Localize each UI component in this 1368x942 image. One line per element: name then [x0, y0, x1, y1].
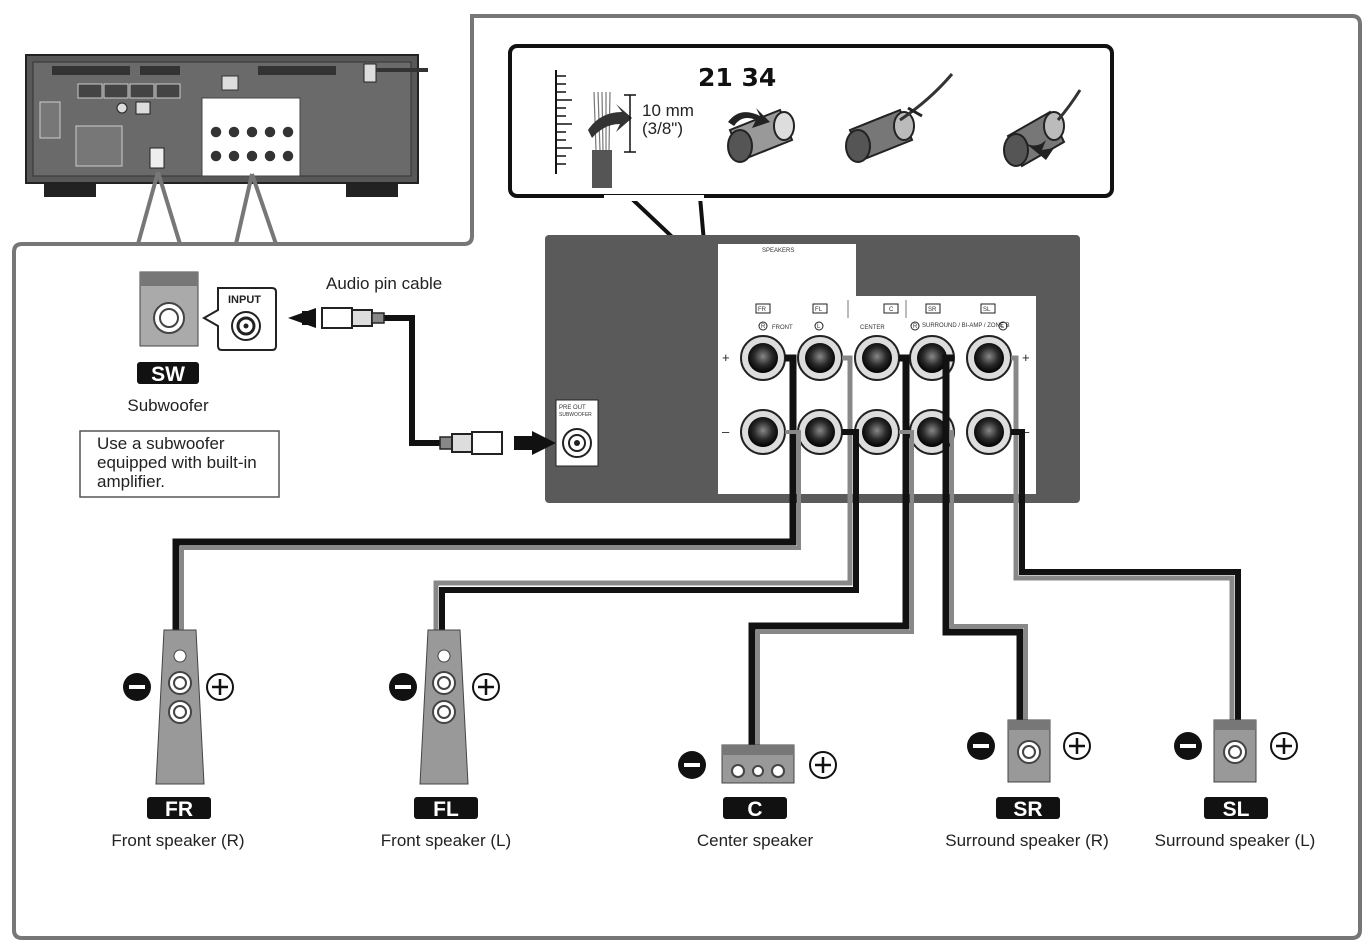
- audio-pin-cable: Audio pin cable: [288, 274, 556, 455]
- speakers-header: SPEAKERS: [762, 248, 794, 254]
- surround-speaker-right: SR Surround speaker (R): [945, 719, 1109, 850]
- subwoofer-note-line-3: amplifier.: [97, 472, 165, 491]
- subwoofer-badge: SW: [151, 363, 185, 386]
- center-speaker-name: Center speaker: [697, 831, 814, 850]
- pre-out-sub-label: SUBWOOFER: [559, 412, 592, 418]
- surround-speaker-left-badge: SL: [1223, 798, 1250, 821]
- surround-speaker-left: SL Surround speaker (L): [1155, 719, 1316, 850]
- tag-fl: FL: [815, 307, 823, 313]
- tag-sl: SL: [983, 307, 991, 313]
- surround-speaker-right-badge: SR: [1013, 798, 1042, 821]
- strip-length-label: 10 mm: [642, 101, 694, 120]
- subwoofer-name: Subwoofer: [127, 396, 209, 415]
- polarity-minus-right: –: [1022, 424, 1030, 439]
- terminal-tighten-icon: [1003, 89, 1082, 168]
- subwoofer-note-line-1: Use a subwoofer: [97, 434, 225, 453]
- surround-speaker-right-name: Surround speaker (R): [945, 831, 1108, 850]
- strip-length-inch-label: (3/8"): [642, 119, 683, 138]
- arrow-to-preout-icon: [532, 431, 556, 455]
- pre-out-label: PRE OUT: [559, 405, 586, 411]
- front-speaker-right-name: Front speaker (R): [111, 831, 244, 850]
- group-center-label: CENTER: [860, 325, 885, 331]
- tag-c: C: [889, 307, 894, 313]
- group-surround-label: SURROUND / BI-AMP / ZONE B: [922, 323, 1010, 329]
- tag-sr: SR: [928, 307, 937, 313]
- detail-frame: [12, 14, 1362, 940]
- front-speaker-left-name: Front speaker (L): [381, 831, 511, 850]
- subwoofer-input-label: INPUT: [228, 294, 261, 306]
- terminal-loosen-icon: [727, 108, 795, 163]
- group-front-label: FRONT: [772, 325, 793, 331]
- front-speaker-right: FR Front speaker (R): [111, 629, 245, 850]
- center-speaker-badge: C: [747, 798, 762, 821]
- subwoofer-note-line-2: equipped with built-in: [97, 453, 257, 472]
- subwoofer-note-box: [79, 430, 280, 498]
- step-numbers: 21 34: [698, 63, 776, 92]
- front-speaker-left: FL Front speaker (L): [381, 629, 511, 850]
- cable-label: Audio pin cable: [326, 274, 442, 293]
- receiver-rear-illustration: [25, 54, 428, 245]
- tag-fr: FR: [758, 307, 767, 313]
- center-speaker: C Center speaker: [678, 744, 837, 850]
- side-mark-surround-r: R: [913, 324, 918, 330]
- polarity-minus-left: –: [722, 424, 730, 439]
- polarity-plus-left: +: [722, 350, 730, 365]
- front-speaker-left-badge: FL: [433, 798, 459, 821]
- surround-speaker-left-name: Surround speaker (L): [1155, 831, 1316, 850]
- receiver-panel: SPEAKERS FR FL C SR SL FRONT CENTER SURR…: [545, 235, 1080, 503]
- speaker-cables: [172, 354, 1241, 745]
- polarity-plus-right: +: [1022, 350, 1030, 365]
- front-speaker-right-badge: FR: [165, 798, 193, 821]
- side-mark-surround-l: L: [1001, 324, 1005, 330]
- subwoofer: INPUT SW Subwoofer Use a subwoofer equip…: [79, 271, 280, 498]
- side-mark-front-l: L: [817, 324, 821, 330]
- terminal-insert-icon: [845, 73, 954, 163]
- side-mark-front-r: R: [761, 324, 766, 330]
